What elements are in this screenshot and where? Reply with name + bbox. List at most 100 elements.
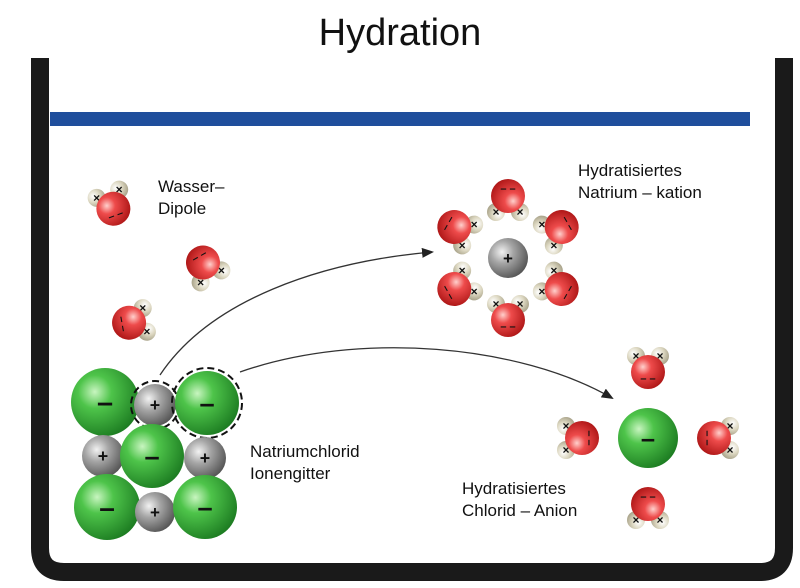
- label-line: Hydratisiertes: [462, 479, 566, 498]
- label-line: Natriumchlorid: [250, 442, 360, 461]
- water-molecule: ××– –: [557, 417, 599, 459]
- delta-minus: – –: [640, 491, 655, 503]
- sodium-cation: +: [82, 435, 124, 477]
- water-molecule: ××– –: [532, 210, 579, 255]
- delta-plus: ×: [116, 183, 123, 197]
- water-molecule: ××– –: [487, 179, 529, 221]
- chloride-anion: –: [171, 367, 243, 439]
- delta-plus: ×: [139, 301, 146, 315]
- delta-plus: ×: [632, 513, 639, 527]
- oxygen-atom: [186, 245, 220, 280]
- water-molecule: ××– –: [437, 210, 484, 255]
- oxygen-atom: [544, 272, 579, 306]
- ion-sphere: [82, 435, 124, 477]
- sodium-cation: +: [184, 437, 226, 479]
- delta-plus: ×: [656, 513, 663, 527]
- oxygen-atom: [631, 487, 665, 521]
- ion-sphere: [71, 368, 139, 436]
- water-molecule: × × – –: [87, 180, 131, 226]
- delta-plus: ×: [459, 238, 466, 252]
- delta-minus: – –: [640, 373, 655, 385]
- plus-sign: +: [150, 395, 160, 415]
- oxygen-atom: [437, 272, 472, 306]
- water-molecule: ××– –: [697, 417, 739, 459]
- delta-minus: – –: [583, 430, 595, 445]
- delta-plus: ×: [459, 264, 466, 278]
- delta-plus: ×: [218, 263, 225, 277]
- label-ionic-lattice: Natriumchlorid Ionengitter: [250, 441, 360, 485]
- delta-plus: ×: [492, 205, 499, 219]
- minus-sign: –: [199, 388, 214, 419]
- ion-sphere: [135, 492, 175, 532]
- chloride-anion: –: [618, 408, 678, 468]
- oxygen-atom: [491, 179, 525, 213]
- diagram-title: Hydration: [318, 12, 482, 54]
- delta-plus: ×: [550, 264, 557, 278]
- delta-plus: ×: [726, 419, 733, 433]
- water-molecule: × ×– –: [627, 487, 669, 529]
- oxygen-atom: [697, 421, 731, 455]
- oxygen-atom: [437, 210, 472, 244]
- chloride-anion: –: [120, 424, 184, 488]
- delta-minus: – –: [500, 321, 515, 333]
- delta-minus: – –: [701, 430, 713, 445]
- ion-sphere: [184, 437, 226, 479]
- arrow-to-sodium: [159, 247, 434, 376]
- label-water-dipoles: Wasser– Dipole: [158, 176, 224, 220]
- water-molecule: ××– –: [437, 261, 484, 306]
- label-line: Ionengitter: [250, 464, 331, 483]
- ion-sphere: [488, 238, 528, 278]
- minus-sign: –: [99, 492, 115, 523]
- delta-plus: ×: [143, 325, 150, 339]
- oxygen-atom: [491, 303, 525, 337]
- ion-sphere: [175, 371, 239, 435]
- delta-plus: ×: [471, 218, 478, 232]
- ion-sphere: [74, 474, 140, 540]
- oxygen-atom: [96, 191, 131, 226]
- minus-sign: –: [97, 387, 113, 419]
- label-line: Hydratisiertes: [578, 161, 682, 180]
- beaker-outline: [31, 58, 793, 581]
- delta-plus: ×: [471, 284, 478, 298]
- delta-plus: ×: [550, 238, 557, 252]
- label-line: Dipole: [158, 199, 207, 218]
- highlight-ring: [171, 367, 243, 439]
- ion-sphere: [618, 408, 678, 468]
- ion-sphere: [173, 475, 237, 539]
- oxygen-atom: [565, 421, 599, 455]
- delta-plus: ×: [632, 349, 639, 363]
- water-surface-line: [50, 112, 750, 126]
- label-line: Natrium – kation: [578, 183, 702, 202]
- minus-sign: –: [144, 441, 159, 472]
- arrow-to-chloride: [239, 347, 614, 399]
- minus-sign: –: [641, 425, 655, 453]
- plus-sign: +: [98, 446, 108, 466]
- label-line: Wasser–: [158, 177, 225, 196]
- plus-sign: +: [150, 503, 160, 522]
- water-molecule: ××– –: [532, 261, 579, 306]
- oxygen-atom: [544, 210, 579, 244]
- label-hydrated-chloride: Hydratisiertes Chlorid – Anion: [462, 478, 577, 522]
- sodium-cation: +: [488, 238, 528, 278]
- ion-sphere: [134, 384, 176, 426]
- delta-minus: – –: [115, 315, 129, 332]
- delta-plus: ×: [538, 218, 545, 232]
- minus-sign: –: [197, 492, 212, 523]
- chloride-anion: –: [173, 475, 237, 539]
- label-line: Chlorid – Anion: [462, 501, 578, 520]
- oxygen-atom: [112, 305, 147, 340]
- delta-plus: ×: [562, 419, 569, 433]
- delta-plus: ×: [93, 191, 100, 205]
- delta-minus: – –: [107, 207, 125, 224]
- chloride-anion: –: [71, 368, 139, 436]
- water-molecule: ××– –: [487, 295, 529, 337]
- delta-plus: ×: [197, 275, 204, 289]
- delta-plus: ×: [538, 284, 545, 298]
- water-molecule: × × – –: [112, 299, 156, 341]
- sodium-cation: +: [130, 380, 180, 430]
- label-hydrated-sodium: Hydratisiertes Natrium – kation: [578, 160, 702, 204]
- sodium-cation: +: [135, 492, 175, 532]
- plus-sign: +: [503, 249, 513, 268]
